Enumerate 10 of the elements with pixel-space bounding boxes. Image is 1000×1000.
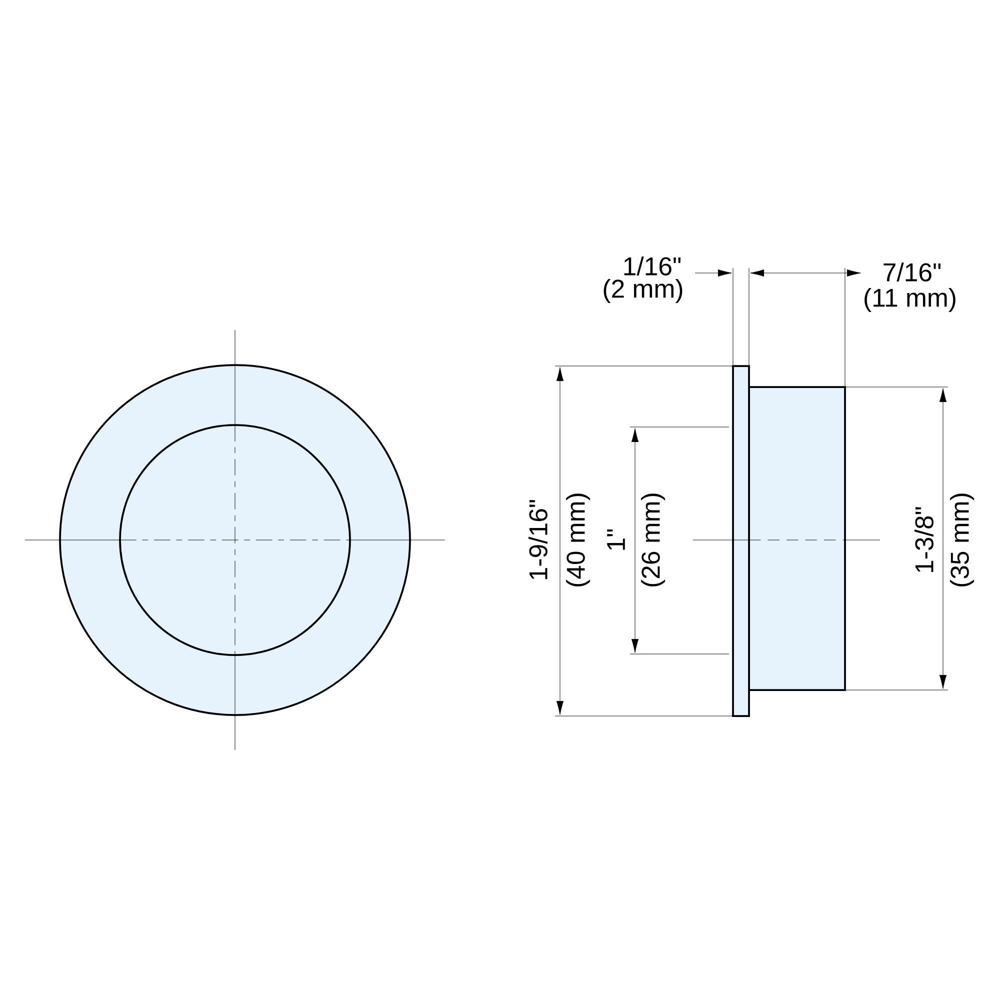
dimension-label: (11 mm) <box>864 288 956 312</box>
dimension-label: (26 mm) <box>641 494 665 586</box>
dimension-label: 1-3/8" <box>914 507 934 572</box>
dimension-label: 7/16" <box>884 262 941 282</box>
dimension-label: 1/16" <box>624 256 681 276</box>
dimension-label: (35 mm) <box>950 494 974 586</box>
dimension-label: (40 mm) <box>566 494 590 586</box>
dimension-label: (2 mm) <box>604 279 682 303</box>
dimension-label: 1" <box>607 529 625 550</box>
dimension-label: 1-9/16" <box>528 500 548 580</box>
